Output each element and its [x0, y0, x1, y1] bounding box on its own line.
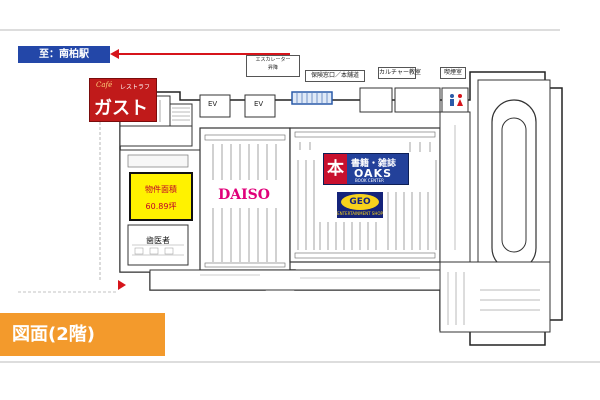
floor-badge: 図面(2階)	[0, 313, 165, 356]
elevator-2-label: EV	[254, 100, 264, 108]
book-kanji: 本	[324, 154, 347, 184]
gusto-logo: Café レストラフ ガスト	[89, 78, 157, 122]
property-label: 物件面積	[145, 185, 177, 194]
geo-logo: GEO ENTERTAINMENT SHOP	[337, 192, 383, 218]
entrance-marker-icon	[118, 280, 126, 290]
escalator-label: エスカレーター 昇降	[246, 55, 300, 77]
property-area: 60.89坪	[145, 202, 177, 211]
insurance-label: 保険窓口／本舗道	[305, 70, 365, 82]
dental-label: 歯医者	[146, 236, 170, 245]
gusto-cafe-text: Café	[96, 81, 113, 89]
book-sub: BOOK CENTER	[355, 178, 384, 183]
culture-label: カルチャー教室	[378, 67, 421, 79]
geo-sub: ENTERTAINMENT SHOP	[337, 211, 383, 216]
escalator-label-line2: 昇降	[267, 65, 278, 71]
direction-banner: 至：南柏駅	[18, 46, 110, 63]
book-brand: OAKS	[354, 167, 393, 180]
property-highlight: 物件面積 60.89坪	[129, 172, 193, 221]
gusto-sub-text: レストラフ	[120, 84, 151, 91]
left-arrow-icon	[110, 49, 290, 59]
bookstore-logo: 本 書籍・雑誌 OAKS BOOK CENTER	[323, 153, 409, 185]
smoking-room-label: 喫煙室	[440, 67, 466, 79]
geo-name: GEO	[341, 194, 379, 210]
elevator-shaft-1	[199, 94, 231, 118]
book-title: 書籍・雑誌	[351, 159, 397, 169]
elevator-shaft-2	[244, 94, 276, 118]
elevator-1-label: EV	[208, 100, 218, 108]
escalator-label-line1: エスカレーター	[255, 57, 291, 63]
gusto-name: ガスト	[94, 98, 148, 119]
daiso-logo: DAISO	[212, 186, 276, 204]
